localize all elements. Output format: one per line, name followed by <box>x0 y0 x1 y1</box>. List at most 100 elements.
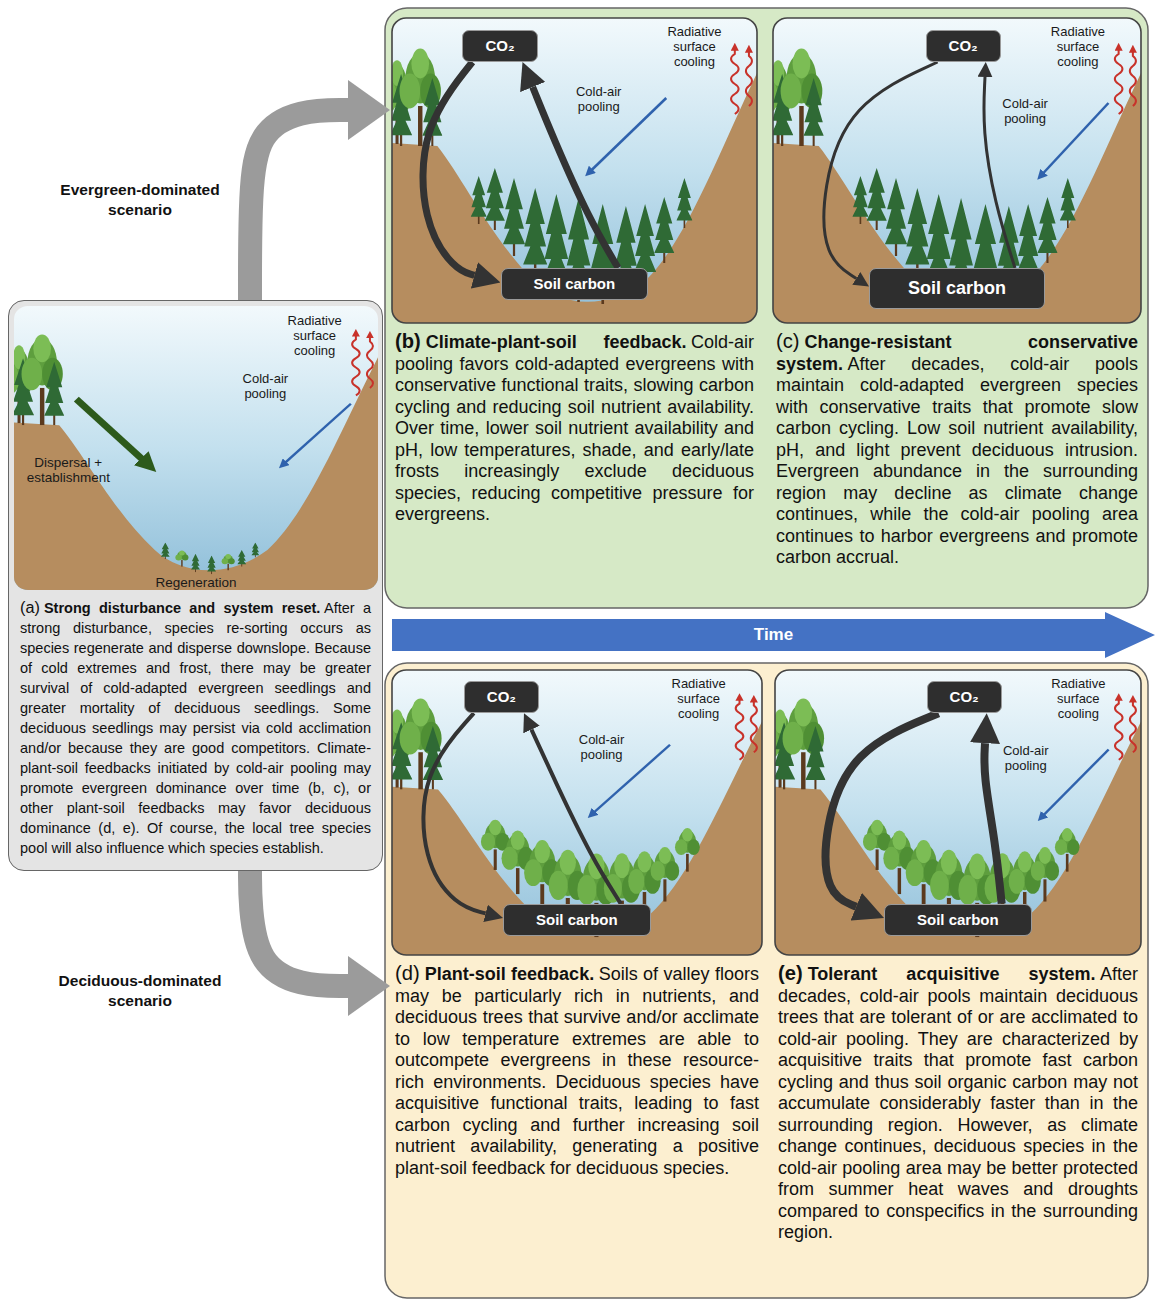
edge-label: Deciduous-dominated scenario <box>40 971 240 1011</box>
image-frame <box>392 18 757 323</box>
evergreen-stand <box>471 168 693 304</box>
time-arrow: Time <box>392 612 1155 658</box>
illustration-label: Dispersal + establishment <box>16 455 121 485</box>
stage-panel: (d)Plant-soil feedback.Soils of valley f… <box>392 670 762 1179</box>
deciduous-stand <box>481 820 700 937</box>
radiative-cooling-arrows <box>731 50 752 114</box>
panel-body: After decades, cold-air pools maintain c… <box>776 354 1138 568</box>
time-label: Time <box>392 612 1155 658</box>
image-frame <box>775 670 1141 955</box>
co2-box: CO₂ <box>926 30 1001 62</box>
caption-paragraph: (c)Change-resistant conservative system.… <box>773 331 1141 569</box>
time-arrow-body <box>392 612 1155 658</box>
co2-box: CO₂ <box>462 30 537 62</box>
stage-panel: (e)Tolerant acquisitive system.After dec… <box>775 670 1141 1244</box>
radiative-cooling-arrows <box>736 700 757 760</box>
valley-illustration <box>764 18 1141 323</box>
dispersal-arrow <box>76 399 142 460</box>
image-frame <box>773 18 1141 323</box>
illustration-label: Radiative surface cooling <box>283 313 345 358</box>
illustration-label: Cold-air pooling <box>571 732 632 762</box>
scenario-arrow <box>250 110 348 300</box>
upslope-trees <box>775 699 826 790</box>
upslope-trees <box>773 49 824 147</box>
panel-letter: (c) <box>776 330 800 352</box>
radiative-cooling-arrows <box>1115 700 1136 760</box>
panel-body: Cold-air pooling favors cold-adapted eve… <box>395 332 754 524</box>
valley-landscape <box>392 670 762 955</box>
illustration-label: Regeneration <box>143 575 250 590</box>
carbon-flux-arrow <box>824 62 938 278</box>
soil-carbon-box: Soil carbon <box>503 904 651 936</box>
valley-illustration <box>383 670 762 955</box>
scenario-arrow <box>250 871 348 986</box>
cold-air-arrow <box>285 404 350 463</box>
box-label: CO₂ <box>485 37 514 54</box>
box-label: Soil carbon <box>534 275 616 292</box>
illustration-label: Cold-air pooling <box>235 371 295 401</box>
box-label: Soil carbon <box>908 278 1006 298</box>
panel-heading: Climate-plant-soil feedback. <box>426 332 687 352</box>
carbon-flux-arrow <box>826 713 939 907</box>
carbon-flux-arrow <box>533 87 619 268</box>
soil-carbon-box: Soil carbon <box>884 904 1032 936</box>
caption-paragraph: (a)Strong disturbance and system reset.A… <box>20 597 371 858</box>
illustration-label: Radiative surface cooling <box>664 24 724 69</box>
panel-letter: (d) <box>395 962 420 984</box>
box-label: Soil carbon <box>536 911 618 928</box>
caption-paragraph: (d)Plant-soil feedback.Soils of valley f… <box>392 963 762 1179</box>
lower-illustrations <box>383 670 1141 955</box>
panel-letter: (b) <box>395 330 421 352</box>
illustration-label: Cold-air pooling <box>995 743 1056 773</box>
caption-paragraph: (e)Tolerant acquisitive system.After dec… <box>775 963 1141 1244</box>
reset-panel-ground <box>8 300 383 871</box>
radiative-cooling-arrows <box>352 336 373 396</box>
valley-landscape <box>773 18 1141 323</box>
panel-heading: Plant-soil feedback. <box>425 964 594 984</box>
valley-illustration <box>5 306 378 590</box>
soil-carbon-box: Soil carbon <box>869 268 1045 309</box>
box-label: CO₂ <box>950 688 979 705</box>
radiative-cooling-arrows <box>1115 50 1136 114</box>
edge-label: Evergreen-dominated scenario <box>40 180 240 220</box>
valley-landscape <box>775 670 1141 955</box>
valley-landscape <box>392 18 757 323</box>
co2-box: CO₂ <box>927 681 1002 713</box>
panel-body: After decades, cold-air pools maintain d… <box>778 964 1138 1242</box>
illustration-label: Radiative surface cooling <box>668 676 729 721</box>
deciduous-scenario-panel <box>385 663 1148 1298</box>
carbon-flux-arrow <box>423 713 485 913</box>
panel-heading: Tolerant acquisitive system. <box>808 964 1096 984</box>
illustration-label: Cold-air pooling <box>995 96 1056 126</box>
valley-landscape <box>14 306 378 590</box>
stage-panel: (c)Change-resistant conservative system.… <box>773 18 1141 569</box>
upslope-trees <box>14 334 64 425</box>
box-label: Soil carbon <box>917 911 999 928</box>
carbon-flux-arrow <box>984 743 1001 903</box>
panel-letter: (a) <box>20 598 40 616</box>
illustration-label: Radiative surface cooling <box>1047 24 1108 69</box>
box-label: CO₂ <box>487 688 516 705</box>
seedlings <box>161 543 260 575</box>
box-label: CO₂ <box>949 37 978 54</box>
panel-body: Soils of valley floors may be particular… <box>395 964 759 1178</box>
caption-paragraph: (b)Climate-plant-soil feedback.Cold-air … <box>392 331 757 526</box>
illustration-label: Cold-air pooling <box>568 84 628 114</box>
cold-air-arrow <box>1043 103 1108 173</box>
panel-body: After a strong disturbance, species re-s… <box>20 600 371 856</box>
valley-illustration <box>766 670 1141 955</box>
soil-carbon-box: Soil carbon <box>501 268 649 300</box>
upslope-trees <box>392 699 443 790</box>
valley-illustration <box>383 18 757 323</box>
co2-box: CO₂ <box>464 681 539 713</box>
evergreen-scenario-panel <box>385 8 1148 608</box>
panel-letter: (e) <box>778 962 803 984</box>
stage-panel: (b)Climate-plant-soil feedback.Cold-air … <box>392 18 757 526</box>
panel-heading: Strong disturbance and system reset. <box>44 600 321 616</box>
carbon-flux-arrow <box>423 62 474 275</box>
illustration-label: Radiative surface cooling <box>1048 676 1109 721</box>
deciduous-stand <box>863 820 1079 937</box>
upslope-trees <box>392 49 442 147</box>
image-frame <box>392 670 762 955</box>
